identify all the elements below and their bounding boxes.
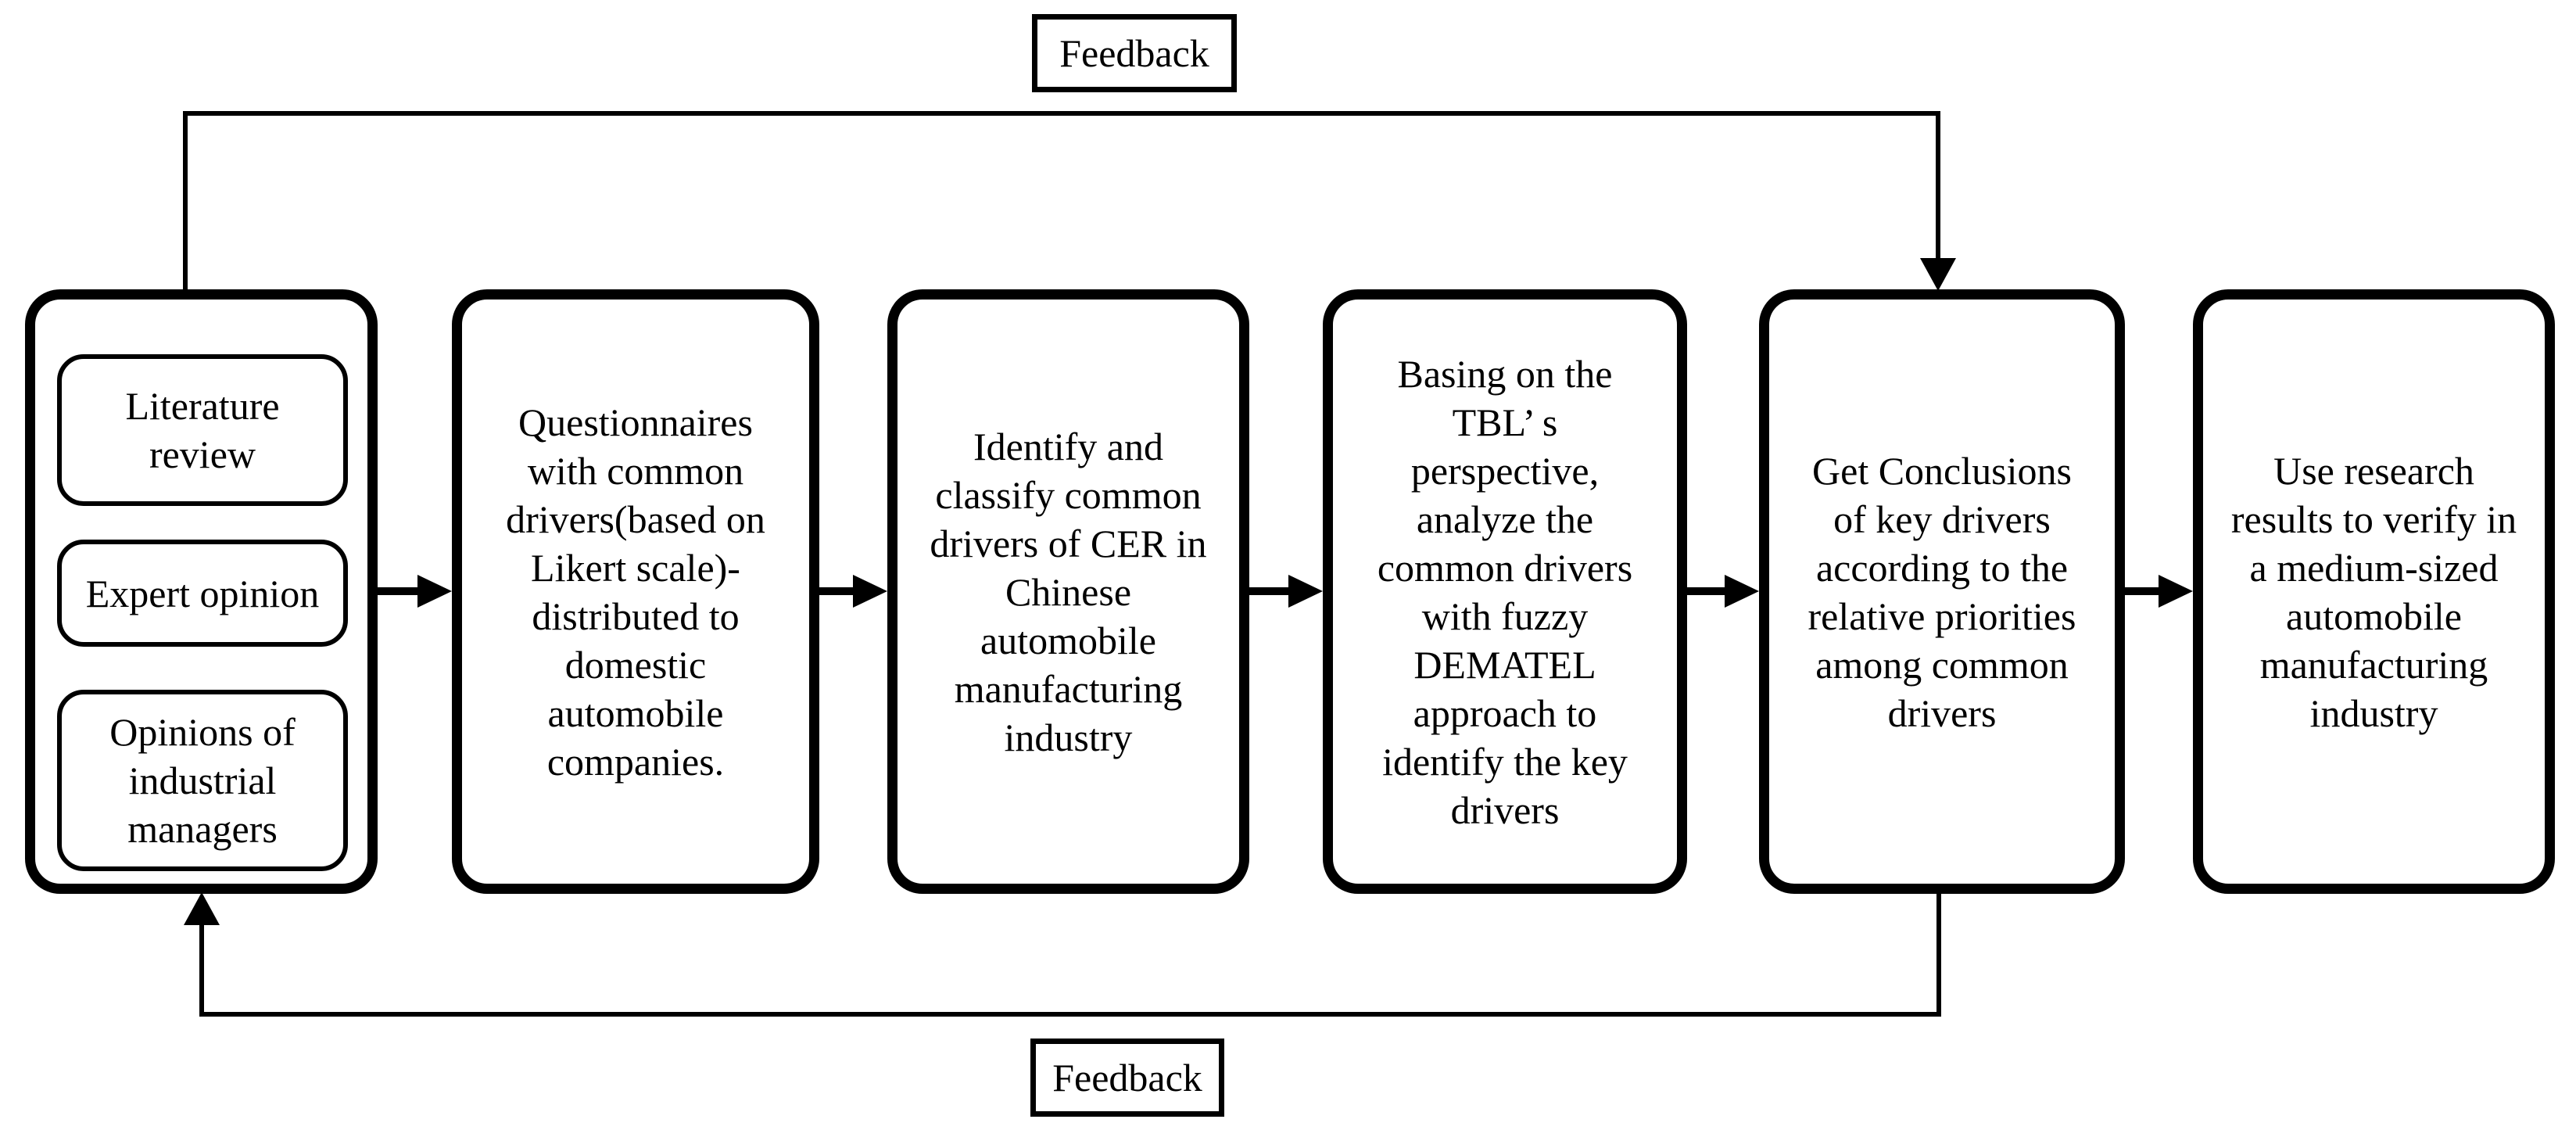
connector-step2-to-step3-arrowhead-icon — [1288, 575, 1323, 608]
literature-review-label: Literature review — [125, 384, 280, 476]
step1-questionnaires-box: Questionnaires with common drivers(based… — [452, 289, 819, 894]
feedback-bottom-line-right-vertical — [1936, 890, 1941, 1015]
connector-step3-to-step4-arrowhead-icon — [1725, 575, 1759, 608]
step4-conclusions-text: Get Conclusions of key drivers according… — [1807, 448, 2076, 735]
step5-verify-text: Use research results to verify in a medi… — [2230, 448, 2517, 735]
sources-box: Literature review Expert opinion Opinion… — [25, 289, 378, 894]
expert-opinion-box: Expert opinion — [57, 540, 348, 647]
connector-step1-to-step2-arrowhead-icon — [853, 575, 887, 608]
industrial-managers-box: Opinions of industrial managers — [57, 690, 348, 871]
step5-verify-box: Use research results to verify in a medi… — [2193, 289, 2555, 894]
industrial-managers-label: Opinions of industrial managers — [109, 710, 296, 851]
step3-fuzzy-dematel-text: Basing on the TBL’ s perspective, analyz… — [1377, 351, 1633, 832]
feedback-top-line-right-vertical — [1936, 111, 1940, 261]
feedback-bottom-arrowhead-icon — [184, 892, 220, 925]
feedback-bottom-label: Feedback — [1052, 1056, 1202, 1100]
connector-step1-to-step2 — [819, 587, 856, 595]
connector-step4-to-step5 — [2125, 587, 2162, 595]
feedback-top-line-horizontal — [183, 111, 1940, 116]
step4-conclusions-box: Get Conclusions of key drivers according… — [1759, 289, 2125, 894]
step2-identify-classify-text: Identify and classify common drivers of … — [930, 424, 1207, 759]
feedback-top-box: Feedback — [1032, 14, 1237, 92]
feedback-top-label: Feedback — [1059, 31, 1209, 75]
feedback-bottom-line-horizontal — [199, 1012, 1941, 1017]
connector-step4-to-step5-arrowhead-icon — [2159, 575, 2193, 608]
connector-step3-to-step4 — [1687, 587, 1728, 595]
feedback-bottom-box: Feedback — [1030, 1039, 1224, 1117]
step1-questionnaires-text: Questionnaires with common drivers(based… — [506, 400, 765, 784]
literature-review-box: Literature review — [57, 354, 348, 506]
connector-sources-to-step1 — [378, 587, 421, 595]
step2-identify-classify-box: Identify and classify common drivers of … — [887, 289, 1249, 894]
feedback-bottom-line-left-vertical — [199, 924, 204, 1017]
step3-fuzzy-dematel-box: Basing on the TBL’ s perspective, analyz… — [1323, 289, 1687, 894]
feedback-top-arrowhead-icon — [1920, 258, 1956, 291]
expert-opinion-label: Expert opinion — [85, 571, 320, 615]
feedback-top-line-left-vertical — [183, 113, 188, 292]
connector-sources-to-step1-arrowhead-icon — [417, 575, 452, 608]
connector-step2-to-step3 — [1249, 587, 1292, 595]
